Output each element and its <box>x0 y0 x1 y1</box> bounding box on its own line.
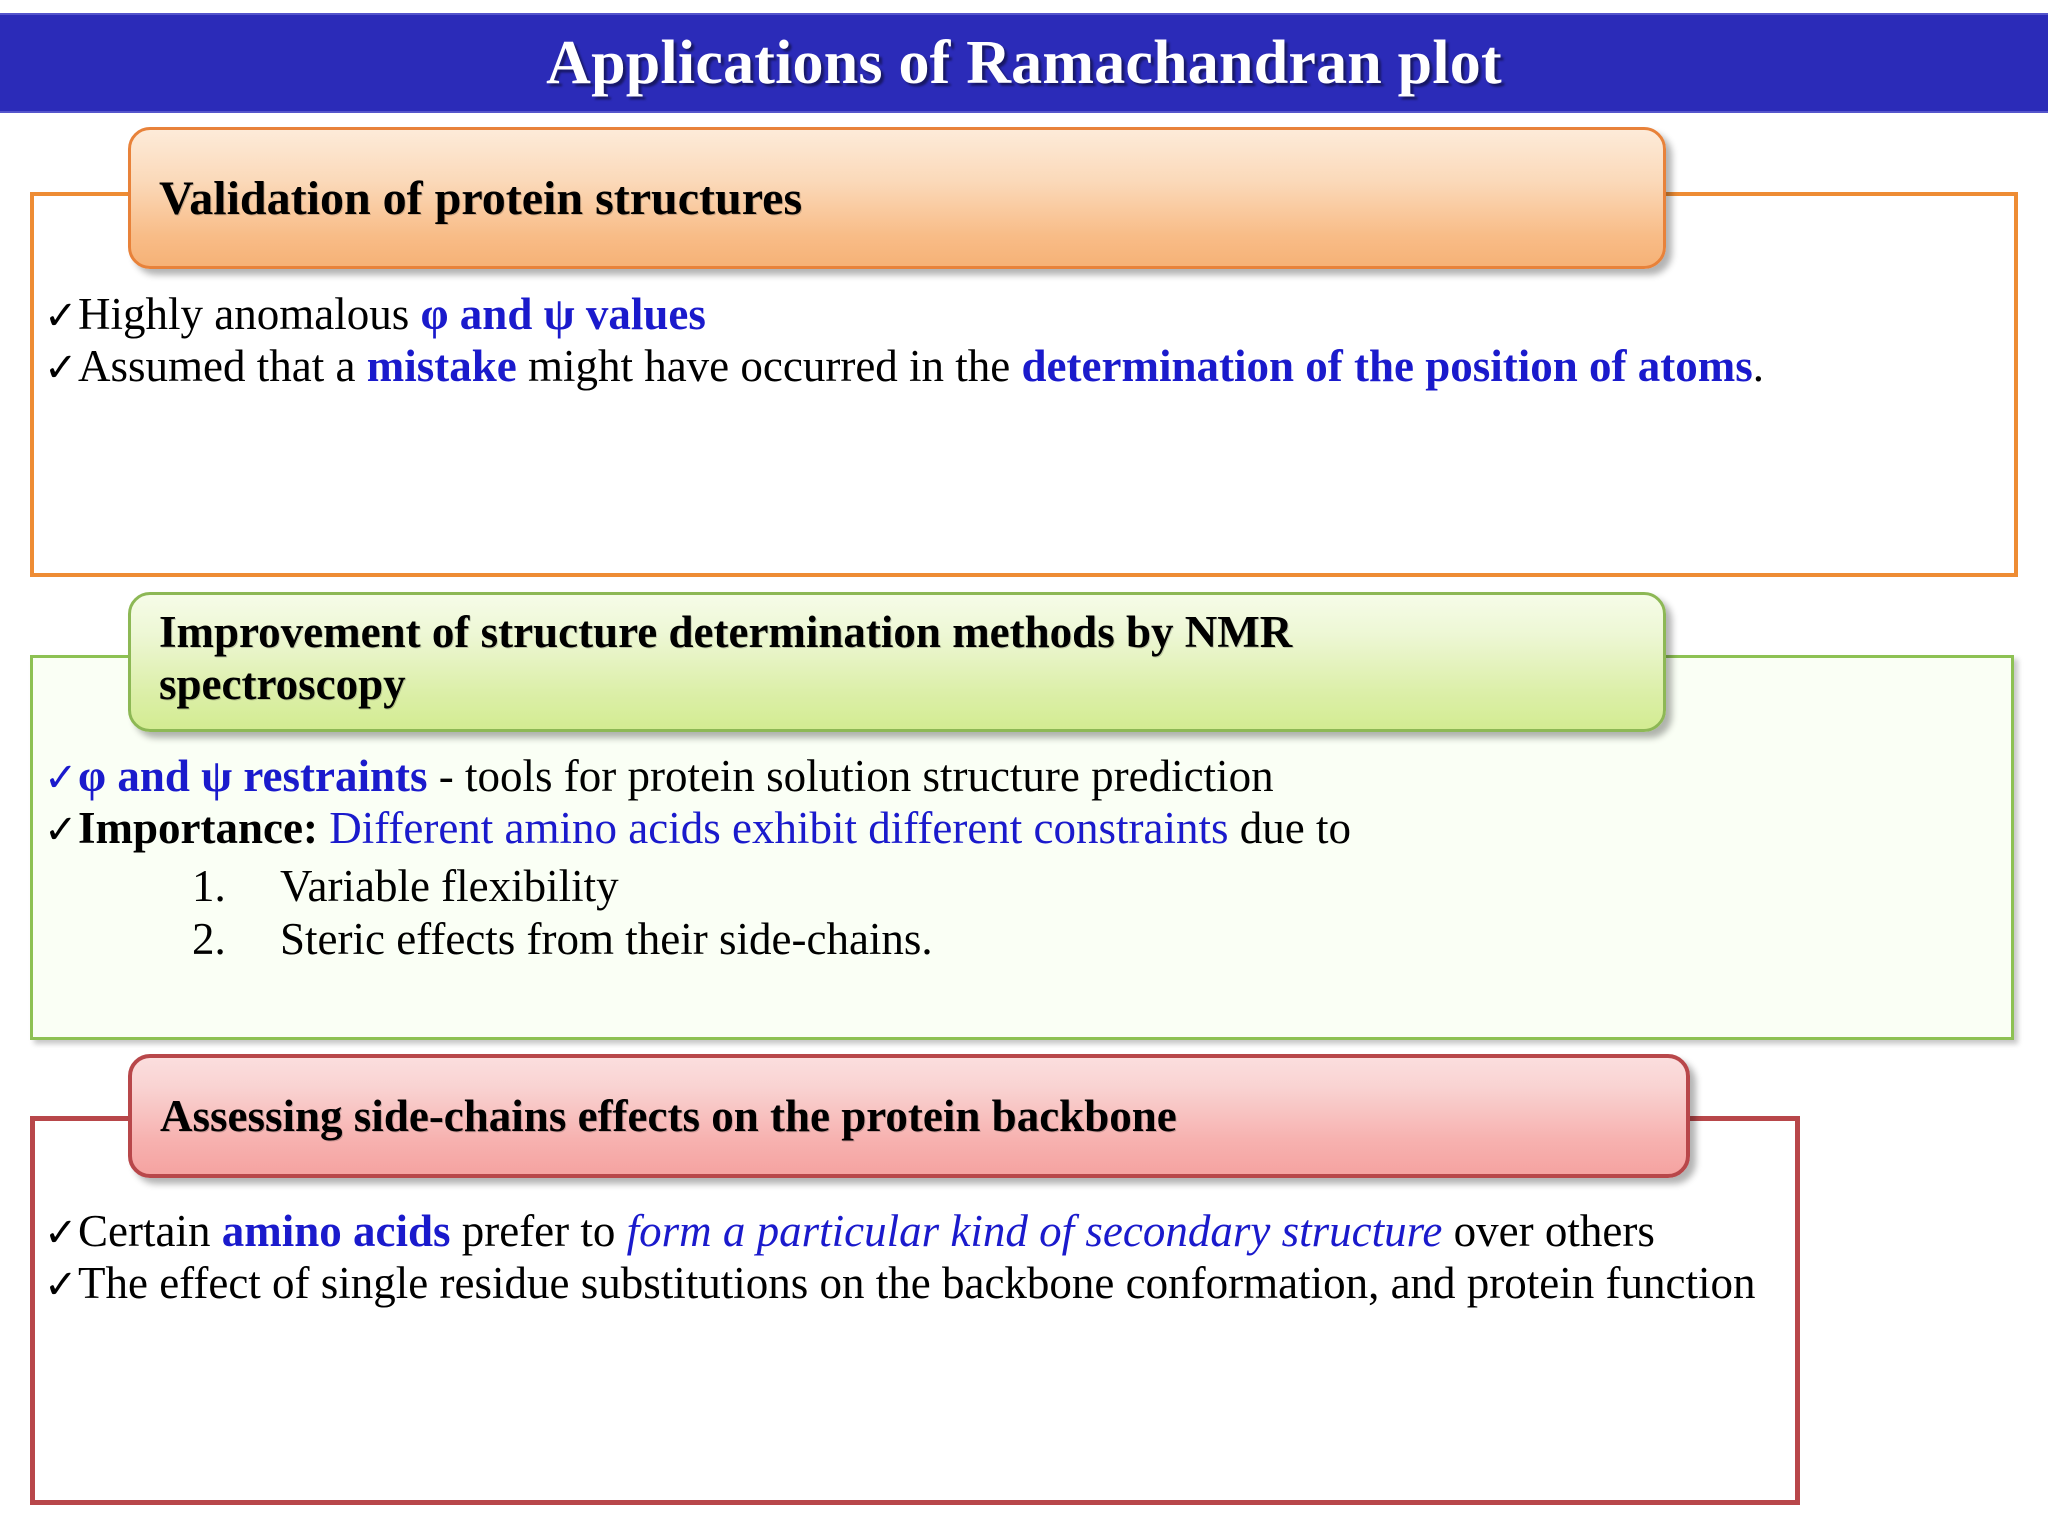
bullet-text-highlight: determination of the position of atoms <box>1021 341 1753 392</box>
checkmark-icon: ✓ <box>44 345 78 392</box>
list-item-label: Variable flexibility <box>280 861 619 912</box>
bullet-text-plain: might have occurred in the <box>516 341 1022 392</box>
bullet-text-plain: Assumed that a <box>78 341 367 392</box>
section-header-sidechains: Assessing side-chains effects on the pro… <box>128 1054 1690 1178</box>
checkmark-icon: ✓ <box>44 807 78 854</box>
checkmark-icon: ✓ <box>44 1262 78 1309</box>
bullet-text-plain: over others <box>1442 1206 1655 1256</box>
list-item-number: 1. <box>192 861 226 912</box>
list-item: 1. Variable flexibility <box>192 860 1994 913</box>
section-header-nmr-label-line1: Improvement of structure determination m… <box>159 607 1293 657</box>
bullet-text-highlight: φ and ψ restraints <box>78 751 428 801</box>
bullet-text-plain: due to <box>1228 803 1352 854</box>
bullet-text-highlight: amino acids <box>221 1206 451 1256</box>
list-item: 2. Steric effects from their side-chains… <box>192 913 1994 966</box>
section-body-sidechains: ✓Certain amino acids prefer to form a pa… <box>44 1205 1784 1309</box>
bullet-text-highlight: φ and ψ values <box>420 289 706 339</box>
checkmark-icon: ✓ <box>44 293 78 339</box>
section-header-sidechains-label: Assessing side-chains effects on the pro… <box>160 1091 1177 1141</box>
bullet-item: ✓Certain amino acids prefer to form a pa… <box>44 1205 1784 1257</box>
bullet-text-label: Importance: <box>78 803 318 854</box>
bullet-text-highlight: Different amino acids exhibit different … <box>317 803 1229 854</box>
section-header-nmr: Improvement of structure determination m… <box>128 592 1666 732</box>
page-title: Applications of Ramachandran plot <box>546 28 1502 97</box>
bullet-text-emphasis: form a particular kind of secondary stru… <box>626 1206 1443 1256</box>
bullet-item: ✓The effect of single residue substituti… <box>44 1257 1784 1309</box>
section-header-validation: Validation of protein structures <box>128 127 1666 269</box>
bullet-text-highlight: mistake <box>366 341 517 392</box>
section-frame-sidechains <box>30 1116 1800 1505</box>
list-item-label: Steric effects from their side-chains. <box>280 914 933 965</box>
bullet-text-plain: - tools for protein solution structure p… <box>427 751 1274 801</box>
slide-title-bar: Applications of Ramachandran plot <box>0 13 2048 113</box>
bullet-item: ✓Assumed that a mistake might have occur… <box>44 340 2004 392</box>
bullet-text-plain: prefer to <box>450 1206 627 1256</box>
bullet-text-plain: Certain <box>78 1206 222 1256</box>
checkmark-icon: ✓ <box>44 755 78 801</box>
numbered-list: 1. Variable flexibility 2. Steric effect… <box>44 860 1994 965</box>
checkmark-icon: ✓ <box>44 1210 78 1256</box>
bullet-text-plain: Highly anomalous <box>78 289 421 339</box>
bullet-text-plain: . <box>1752 341 1764 392</box>
bullet-item: ✓Highly anomalous φ and ψ values <box>44 288 2004 340</box>
bullet-item: ✓φ and ψ restraints - tools for protein … <box>44 750 1994 802</box>
section-header-validation-label: Validation of protein structures <box>159 171 803 225</box>
section-header-nmr-label-line2: spectroscopy <box>159 658 406 709</box>
bullet-item: ✓Importance: Different amino acids exhib… <box>44 802 1994 854</box>
list-item-number: 2. <box>192 914 226 965</box>
section-body-nmr: ✓φ and ψ restraints - tools for protein … <box>44 750 1994 966</box>
bullet-text-plain: The effect of single residue substitutio… <box>78 1258 1756 1309</box>
section-body-validation: ✓Highly anomalous φ and ψ values ✓Assume… <box>44 288 2004 392</box>
